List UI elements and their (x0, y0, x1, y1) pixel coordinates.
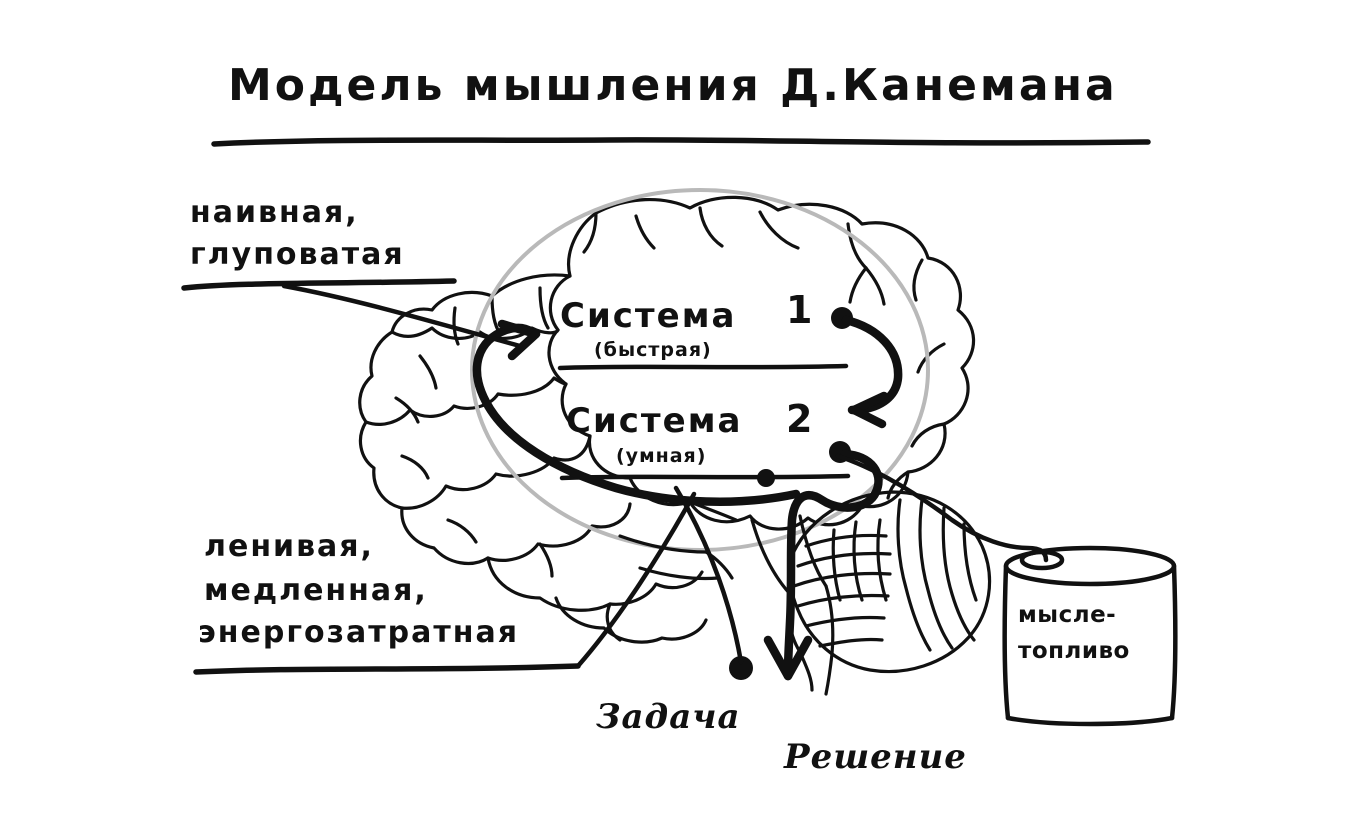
system2-to-system1-loop (472, 319, 801, 506)
system2-trait-line2: медленная, (204, 573, 428, 608)
system1-traits-annotation: наивная, глуповатая (181, 195, 523, 349)
system-2-output-curve (783, 449, 883, 677)
brain-lobe-left-front (358, 330, 394, 424)
system2-trait-leader (575, 491, 697, 669)
brain-lobe-temporal-fold (486, 502, 632, 562)
cerebellum-ridge-4 (962, 522, 978, 602)
brain-sulcus-13 (490, 294, 502, 336)
brain-sulcus-15 (418, 354, 438, 390)
brain-sulcus-18 (446, 518, 478, 544)
system-1-number: 1 (786, 288, 814, 332)
brain-underside-crease (605, 602, 622, 642)
system2-traits-annotation: ленивая, медленная, энергозатратная (193, 491, 697, 675)
system1-trait-line2: глуповатая (190, 237, 405, 272)
brainstem-right (798, 514, 828, 588)
cerebellum-folium-5 (804, 615, 886, 628)
fuel-can-bottom (1005, 715, 1175, 727)
brain-lobe-left-upper (390, 273, 572, 334)
arrow-icon-head-b2 (507, 329, 541, 361)
cerebellum-folium-2 (796, 551, 892, 568)
fuel-can-icon: мысле- топливо (1002, 545, 1178, 727)
fuel-can-label-line1: мысле- (1018, 602, 1116, 628)
task-leader-line (673, 485, 744, 665)
brain-sulcus-16 (394, 396, 420, 424)
cerebellum-folium-6 (818, 637, 884, 648)
brain-sulcus-8 (916, 342, 946, 374)
cerebellum-folium-1 (804, 533, 888, 548)
inner-boundary-ellipse (470, 188, 930, 552)
brain-underside (554, 596, 708, 644)
system1-trait-line1: наивная, (190, 195, 359, 230)
brain-sulcus-3 (758, 210, 800, 250)
brain-temporal-lower (486, 556, 612, 612)
cerebellum-ridge-2 (918, 498, 954, 650)
task-node-dot (729, 656, 753, 680)
arrow-down-icon-head-b (783, 635, 813, 681)
brain-lobe-left-lower-fold (400, 434, 592, 510)
brain-sulcus-12 (538, 286, 550, 330)
brain-sulcus-2 (698, 206, 724, 248)
task-connector (673, 469, 775, 680)
system-1-name: Система (560, 296, 736, 336)
fuel-can-spout-hole (1019, 549, 1065, 571)
system2-trait-underline (193, 663, 581, 675)
brain-sulcus-19 (538, 542, 554, 578)
cerebellum-outline (787, 490, 992, 674)
brain-lobe-temporal-left (400, 506, 490, 566)
brain-lobe-left-upper-fold (390, 326, 560, 340)
arrow-icon-head-a1 (849, 391, 889, 415)
cerebellum-folium-3 (792, 571, 892, 588)
fuel-can-right-wall (1169, 563, 1178, 721)
cerebellum-ridge-7 (831, 528, 842, 602)
system1-trait-leader (281, 283, 523, 349)
brainstem-tail-right (824, 584, 835, 696)
system1-to-system2-link (831, 307, 903, 429)
cerebellum-icon (787, 490, 992, 674)
brain-sulcus-6 (848, 266, 868, 304)
cerebellum-ridge-6 (852, 520, 864, 602)
brain-lobe-left-lower (358, 420, 404, 510)
brain-sulcus-4 (846, 222, 868, 270)
cerebellum-ridge-1 (896, 498, 932, 652)
brainstem-left (750, 518, 792, 596)
title-underline (211, 137, 1151, 147)
brain-sulcus-5 (864, 266, 886, 306)
system-2-underline (559, 473, 851, 481)
brain-sulcus-7 (912, 258, 924, 302)
arrow-icon-head-a2 (849, 405, 887, 429)
system-2-group: Система 2 (умная) (559, 397, 851, 481)
fuel-can-label-line2: топливо (1018, 638, 1130, 664)
brain-sulcus-17 (400, 454, 430, 480)
cerebellum-folium-4 (796, 593, 890, 608)
arrow-down-icon-head-a (763, 635, 793, 681)
task-junction-dot (757, 469, 775, 487)
system-2-number: 2 (786, 397, 814, 441)
brain-sulcus-11 (582, 211, 598, 254)
system-2-subtitle: (умная) (616, 445, 706, 467)
system-1-group: Система 1 (быстрая) (557, 288, 849, 371)
arrow-icon-head-b1 (497, 319, 541, 339)
cerebellum-ridge-5 (876, 518, 888, 602)
brain-lobe-left-mid-fold (364, 376, 568, 426)
solution-label: Решение (783, 737, 967, 777)
task-label: Задача (596, 697, 741, 737)
system-1-to-2-curve (841, 315, 903, 415)
fuel-can-left-wall (1002, 563, 1011, 721)
system2-trait-line1: ленивая, (204, 529, 374, 564)
brain-sulcus-9 (910, 422, 946, 448)
system-1-subtitle: (быстрая) (594, 339, 712, 361)
brain-sulcus-1 (634, 214, 656, 250)
cerebellum-ridge-3 (941, 506, 976, 642)
system-1-underline (557, 363, 849, 371)
page-title: Модель мышления Д.Канемана (228, 60, 1118, 111)
system2-trait-line3: энергозатратная (198, 615, 519, 650)
system-2-name: Система (566, 401, 742, 441)
system1-trait-underline (181, 278, 457, 291)
